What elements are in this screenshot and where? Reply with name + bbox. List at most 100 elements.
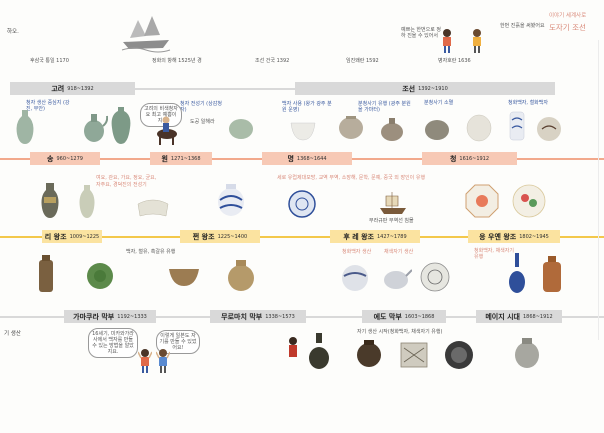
imari-plate-icon <box>445 341 473 369</box>
period-dates: 1427~1789 <box>377 233 407 240</box>
le-plate-icon <box>420 262 450 292</box>
bubble-small: 도공 일해라 <box>190 119 215 125</box>
tea-jar-icon <box>357 340 381 367</box>
le-blue-white-jar-icon <box>342 265 368 291</box>
celadon-bowl-icon <box>229 119 253 139</box>
period-name: 에도 막부 <box>373 312 402 321</box>
period-name: 메이지 시대 <box>485 312 520 321</box>
period-dates: 1368~1644 <box>296 155 327 162</box>
octagon-dish-icon <box>465 184 499 218</box>
period-dates: 1271~1368 <box>170 155 201 162</box>
period-dates: 1009~1225 <box>69 233 100 240</box>
period-name: 무로마치 막부 <box>221 312 263 321</box>
period-name: 리 왕조 <box>44 232 67 241</box>
period-dates: 1192~1333 <box>117 313 147 320</box>
event-label: 정화의 항해 1525년 경 <box>152 58 202 64</box>
speech-bubble-japan-a: 16세기, 미카와가라사에서 백자를 만들 수 있는 방법을 알았지요. <box>88 328 138 358</box>
oribe-dish-icon <box>400 342 428 368</box>
green-glaze-dish-icon <box>87 263 113 289</box>
period-name: 송 <box>47 154 54 163</box>
vietnam-note: 청화백자, 채색자기 유행 <box>474 248 514 260</box>
celadon-vase-icon <box>16 110 34 144</box>
vietnam-note: 청화백자 생산 <box>342 249 372 255</box>
blue-white-jar-icon <box>509 111 525 141</box>
brand-line-2: 도자기 조선 <box>549 23 586 32</box>
trade-ship-icon <box>380 192 406 214</box>
blue-white-plate-icon <box>288 190 316 218</box>
period-dates: 1338~1573 <box>265 313 295 320</box>
period-dates: 1603~1868 <box>404 313 435 320</box>
korea-note: 백자 사용 (왕가 광주 분원 운영) <box>282 101 332 113</box>
period-name: 조선 <box>402 84 416 93</box>
buncheong-jar-icon <box>339 116 363 139</box>
ship-icon <box>121 16 171 53</box>
page-edge-line <box>598 40 599 340</box>
period-dates: 1802~1945 <box>519 233 549 240</box>
event-label: 조선 건국 1392 <box>255 58 290 64</box>
event-label: 후삼국 통일 1170 <box>30 58 69 64</box>
china-note: 자주요, 경덕진의 전성기 <box>96 182 147 188</box>
korea-note: 분청사기 유행 (광주 분원을 가마터) <box>358 101 411 113</box>
celadon-ewer-icon <box>84 114 108 142</box>
dark-glaze-bottle-icon <box>309 333 329 369</box>
red-figure-icon <box>289 337 297 357</box>
nguyen-blue-vase-icon <box>509 253 525 293</box>
child-figure-icon-2 <box>473 29 481 53</box>
pillow-ceramic-icon <box>137 199 169 217</box>
buncheong-bowl-icon <box>425 120 449 140</box>
header-left-text: 하오. <box>7 29 19 35</box>
period-name: 쩐 왕조 <box>192 232 215 241</box>
korea-note: 청자 생산 중심지 (강진, 부안) <box>26 100 70 112</box>
period-dates: 1868~1912 <box>523 313 553 320</box>
child-figure-icon <box>443 29 451 53</box>
period-dates: 1616~1912 <box>459 155 490 162</box>
moon-jar-icon <box>466 114 492 142</box>
korea-note: 분청사기 소멸 <box>424 100 454 106</box>
japan-note: 자기 생산 시작(청화백자, 채색자기 유행) <box>357 329 443 335</box>
korea-note: 청화백자, 철화백자 <box>508 100 548 106</box>
tran-jar-icon <box>228 260 254 291</box>
event-label: 병자호란 1636 <box>438 58 471 64</box>
child-figure-icon-3 <box>138 349 152 373</box>
event-label: 임진왜란 1592 <box>346 58 379 64</box>
vietnam-note: 채색자기 생산 <box>384 249 414 255</box>
ly-tall-jar-icon <box>39 255 53 292</box>
buncheong-bottle-icon <box>381 118 403 141</box>
period-dates: 960~1279 <box>56 155 83 162</box>
ming-blue-white-jar-icon <box>218 184 244 216</box>
brand-line-1: 이야기 세계사로 <box>549 13 587 19</box>
speech-bubble: 고려의 비색청자요 최고 예쁨이지! <box>140 103 182 127</box>
vietnam-note: 백자, 철유, 흑갈유 유행 <box>126 249 176 255</box>
header-note-a: 예쁘는 한번으로 정하 진을 수 있어서 <box>401 27 441 39</box>
period-name: 원 <box>161 154 168 163</box>
celadon-tall-vase-icon <box>79 185 95 218</box>
korea-note: 청자 전성기 (상감청자) <box>180 101 222 113</box>
period-name: 청 <box>449 154 457 163</box>
tran-bowl-icon <box>169 269 199 286</box>
le-kendi-icon <box>384 269 412 289</box>
header-note-b: 한번 진흙을 써봤어요 <box>500 23 545 29</box>
china-note: 세로 유럽제대모방, 교역 무역, 소장해, 문학, 문예, 중국 외 장인이 … <box>277 175 426 181</box>
famille-rose-plate-icon <box>512 184 546 218</box>
song-vase-icon <box>41 183 59 218</box>
goryeo-timeline <box>135 88 295 90</box>
meiji-jar-icon <box>515 338 539 368</box>
period-name: 응 우옌 왕조 <box>479 232 517 241</box>
iron-painted-jar-icon <box>537 117 561 141</box>
china-note: 무라규판 무역선 침몰 <box>369 218 414 224</box>
period-name: 명 <box>287 154 294 163</box>
